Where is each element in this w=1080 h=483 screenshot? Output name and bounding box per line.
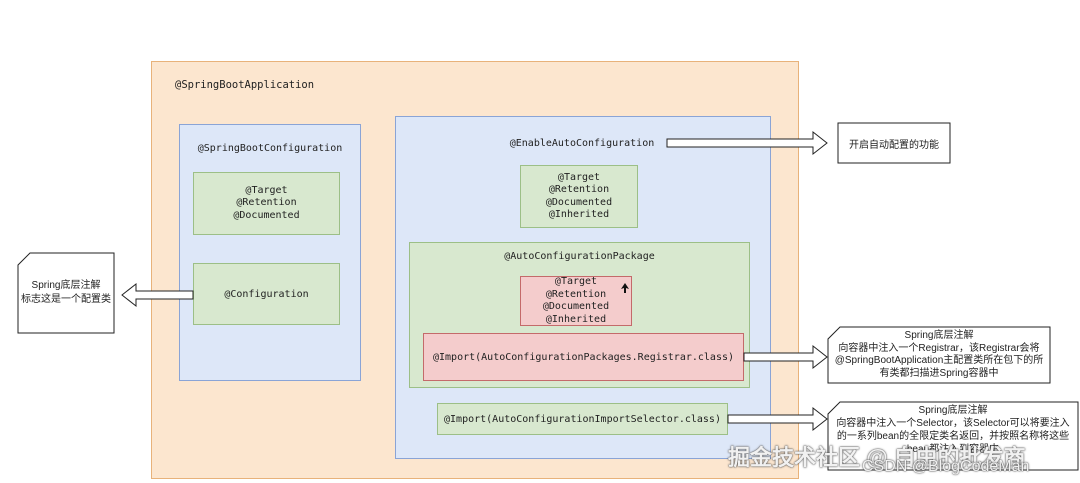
registrar-note-line-2: 向容器中注入一个Registrar，该Registrar会将 [838,342,1040,354]
enable-auto-configuration-title: @EnableAutoConfiguration [509,137,655,149]
configuration-label: @Configuration [224,288,309,300]
acp-meta-annotations-box: @Target @Retention @Documented @Inherite… [520,276,632,326]
registrar-arrow [743,344,828,370]
eac-meta-documented: @Documented [545,196,613,208]
cursor-icon [621,283,629,293]
watermark-sub: CSDN @BlogCodeMan [862,458,1030,475]
registrar-note-line-3: @SpringBootApplication主配置类所在包下的所 [834,355,1044,366]
registrar-note-shape [827,326,1051,384]
sbc-meta-target: @Target [245,184,288,196]
registrar-note-line-1: Spring底层注解 [904,330,974,341]
eac-meta-inherited: @Inherited [548,209,610,220]
selector-note-line-3: 的一系列bean的全限定类名返回，并按照名称将这些 [836,431,1070,442]
spring-boot-configuration-title: @SpringBootConfiguration [197,142,343,154]
acp-meta-inherited: @Inherited [545,313,607,325]
sbc-meta-retention: @Retention [236,197,297,209]
acp-meta-documented: @Documented [542,301,610,312]
spring-boot-application-label: @SpringBootApplication [175,79,315,91]
selector-note-shape [827,401,1079,471]
registrar-note-line-4: 有类都扫描进Spring容器中 [879,367,999,379]
selector-arrow [727,406,828,432]
watermark-main: 掘金技术社区 @ 自由的批发商 [728,445,1026,470]
auto-configuration-package-title: @AutoConfigurationPackage [504,251,655,262]
acp-meta-retention: @Retention [545,288,607,300]
import-selector-label: @Import(AutoConfigurationImportSelector.… [444,413,721,425]
config-class-note-line-1: Spring底层注解 [31,280,101,291]
enable-auto-configuration-arrow [666,130,828,156]
enable-function-note: 开启自动配置的功能 [838,123,950,163]
enable-function-note-text: 开启自动配置的功能 [849,139,939,151]
config-class-note-line-2: 标志这是一个配置类 [21,294,111,305]
sbc-meta-documented: @Documented [233,209,300,221]
config-class-note-shape [17,252,115,334]
import-registrar-label: @Import(AutoConfigurationPackages.Regist… [432,351,735,363]
spring-boot-configuration-box [179,124,361,381]
import-selector-box: @Import(AutoConfigurationImportSelector.… [437,403,728,435]
selector-note-line-2: 向容器中注入一个Selector，该Selector可以将要注入 [836,418,1070,429]
selector-note-line-1: Spring底层注解 [918,405,988,416]
selector-note-line-4: bean都注入到容器中 [906,444,1000,455]
acp-meta-target: @Target [554,276,598,287]
enable-function-note-shape [837,122,951,164]
sbc-meta-annotations-box: @Target @Retention @Documented [193,172,340,235]
eac-meta-retention: @Retention [548,184,610,195]
selector-note: Spring底层注解 向容器中注入一个Selector，该Selector可以将… [828,404,1078,468]
config-class-note: Spring底层注解 标志这是一个配置类 [18,253,114,333]
eac-meta-target: @Target [557,171,601,183]
registrar-note: Spring底层注解 向容器中注入一个Registrar，该Registrar会… [828,327,1050,383]
configuration-arrow [121,282,194,308]
eac-meta-annotations-box: @Target @Retention @Documented @Inherite… [520,165,638,228]
